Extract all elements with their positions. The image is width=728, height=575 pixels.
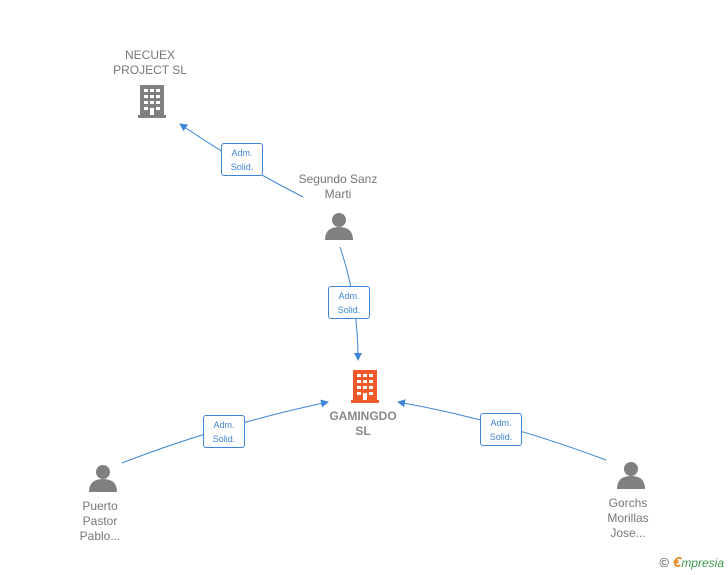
node-label-gamingdo[interactable]: GAMINGDO SL (329, 409, 397, 438)
edge-label-puerto-gamingdo: Adm. Solid. (203, 415, 245, 448)
edge-label-line: Adm. (213, 420, 235, 430)
copyright-symbol: © (659, 555, 669, 570)
edge-label-line: Solid. (337, 305, 361, 315)
person-icon[interactable] (89, 465, 117, 492)
brand-logo: €mpresia (673, 554, 724, 571)
footer-brand: © €mpresia (659, 554, 724, 571)
person-icon[interactable] (325, 213, 353, 240)
building-icon[interactable] (138, 85, 166, 118)
edge-label-line: Solid. (489, 432, 513, 442)
node-label-segundo[interactable]: Segundo Sanz Marti (298, 172, 378, 201)
person-icon[interactable] (617, 462, 645, 489)
edge-label-line: Solid. (212, 434, 236, 444)
building-icon[interactable] (351, 370, 379, 403)
edge-label-line: Adm. (338, 291, 360, 301)
edge-label-line: Adm. (490, 418, 512, 428)
edge-label-segundo-gamingdo: Adm. Solid. (328, 286, 370, 319)
edge-label-gorchs-gamingdo: Adm. Solid. (480, 413, 522, 446)
node-label-puerto[interactable]: Puerto Pastor Pablo... (79, 499, 121, 543)
node-label-gorchs[interactable]: Gorchs Morillas Jose... (607, 496, 649, 540)
node-label-necuex[interactable]: NECUEX PROJECT SL (113, 48, 187, 77)
brand-initial: € (672, 554, 682, 571)
edge-label-segundo-necuex: Adm. Solid. (221, 143, 263, 176)
edge-label-line: Solid. (230, 162, 254, 172)
brand-name: mpresia (681, 556, 724, 570)
edge-label-line: Adm. (231, 148, 253, 158)
